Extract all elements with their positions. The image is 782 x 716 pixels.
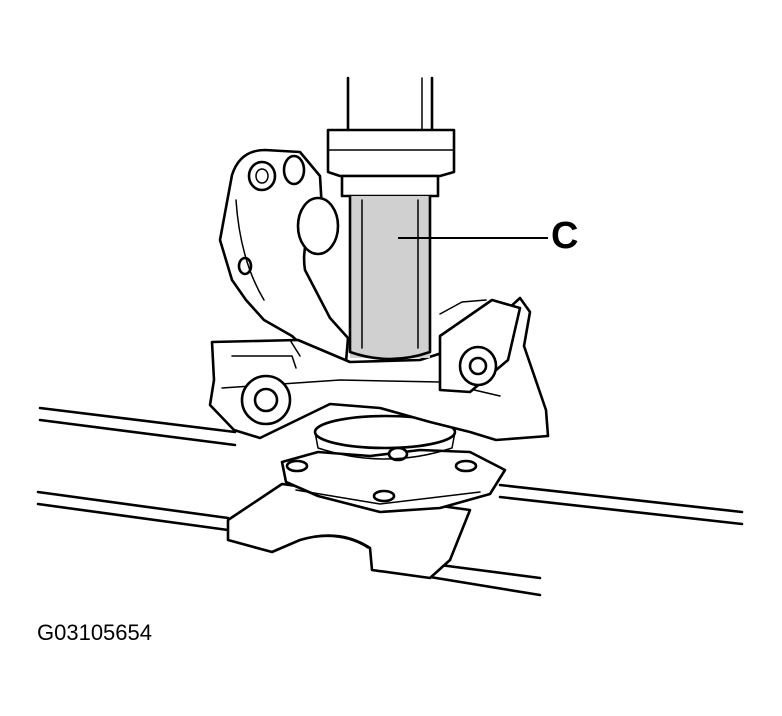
steering-knuckle: [208, 148, 550, 442]
callout-label-c: C: [551, 215, 579, 257]
support-rails: [36, 406, 744, 597]
figure-identifier: G03105654: [37, 620, 152, 645]
mounting-flange: [280, 446, 507, 514]
bearing-disc: [313, 414, 457, 460]
pressing-sleeve-c: [348, 194, 432, 361]
press-ram: [326, 76, 456, 198]
